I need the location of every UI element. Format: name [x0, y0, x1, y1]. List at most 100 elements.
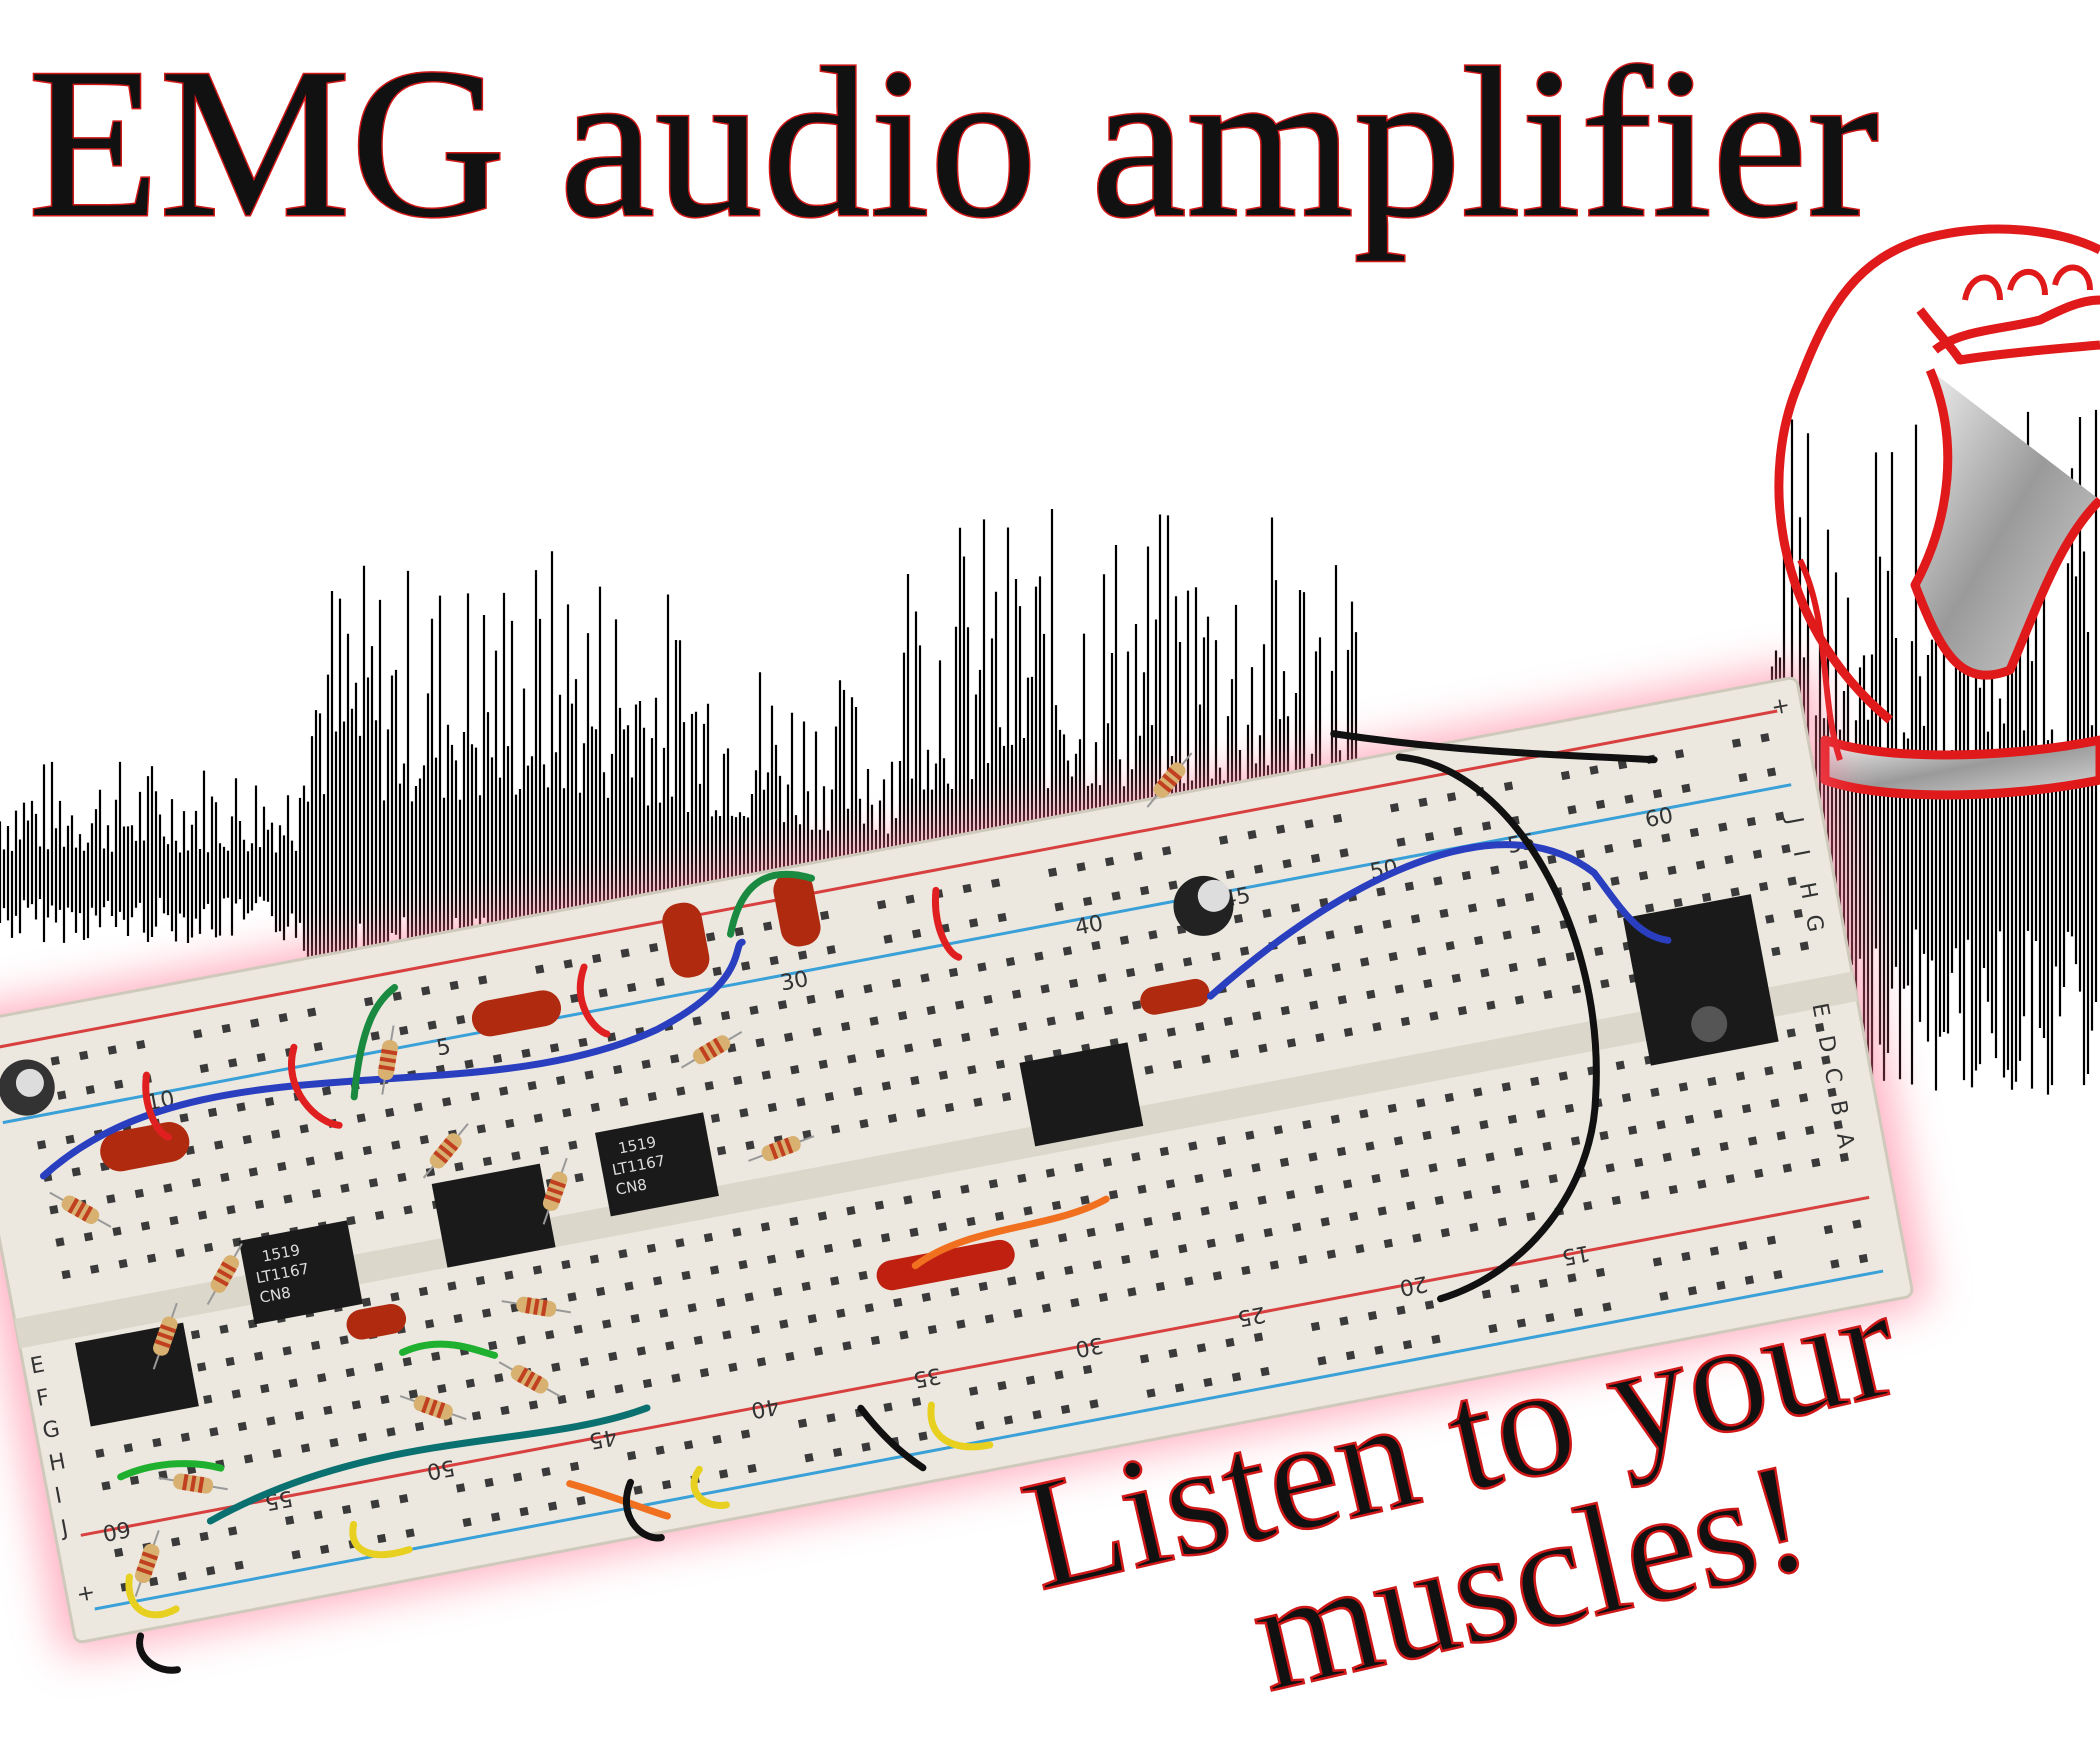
- rail-hole: [1453, 826, 1463, 837]
- breadboard-hole: [1315, 1032, 1325, 1043]
- rail-hole: [734, 926, 744, 937]
- breadboard-hole: [1520, 1179, 1530, 1189]
- row-letter: F: [35, 1385, 52, 1412]
- rail-hole: [1032, 1409, 1042, 1420]
- breadboard-hole: [1587, 914, 1598, 924]
- breadboard-hole: [1298, 1254, 1308, 1265]
- breadboard-hole: [1098, 1292, 1109, 1302]
- breadboard-hole: [562, 1108, 572, 1118]
- breadboard-hole: [1695, 860, 1706, 870]
- rail-hole: [633, 1485, 643, 1495]
- breadboard-hole: [1793, 908, 1803, 919]
- rail-hole: [1111, 891, 1121, 901]
- row-letter: G: [41, 1417, 62, 1445]
- breadboard-hole: [956, 1319, 966, 1329]
- breadboard-hole: [1440, 1228, 1451, 1238]
- breadboard-hole: [437, 1384, 447, 1394]
- breadboard-hole: [891, 978, 902, 988]
- breadboard-hole: [1057, 1233, 1068, 1243]
- rail-hole: [918, 1431, 928, 1441]
- breadboard-hole: [545, 1330, 555, 1340]
- rail-hole: [535, 964, 545, 974]
- breadboard-hole: [1303, 968, 1313, 978]
- breadboard-hole: [761, 1070, 771, 1080]
- breadboard-hole: [61, 1269, 71, 1280]
- breadboard-hole: [311, 1188, 322, 1199]
- rail-hole: [968, 918, 979, 928]
- breadboard-hole: [1132, 1000, 1142, 1010]
- rail-hole: [563, 959, 573, 969]
- breadboard-hole: [909, 1227, 919, 1238]
- rail-hole: [1595, 799, 1606, 810]
- breadboard-hole: [744, 1292, 754, 1302]
- breadboard-hole: [1770, 1098, 1780, 1108]
- breadboard-hole: [414, 1421, 425, 1432]
- column-number: 60: [1643, 803, 1675, 833]
- breadboard-hole: [310, 1340, 321, 1351]
- rail-hole: [1760, 733, 1770, 743]
- breadboard-hole: [1792, 1060, 1803, 1071]
- rail-hole: [1310, 1321, 1321, 1332]
- breadboard-hole: [1223, 1016, 1234, 1026]
- breadboard-hole: [899, 1330, 909, 1340]
- breadboard-hole: [932, 1038, 942, 1048]
- breadboard-hole: [1501, 1082, 1512, 1092]
- rail-hole: [1231, 1372, 1242, 1382]
- breadboard-hole: [801, 1281, 811, 1291]
- breadboard-hole: [875, 1048, 885, 1059]
- row-letter: E: [28, 1352, 46, 1379]
- rail-hole: [1766, 767, 1777, 777]
- breadboard-hole: [1086, 1227, 1096, 1238]
- breadboard-hole: [927, 1324, 938, 1335]
- breadboard-hole: [967, 1065, 977, 1075]
- rail-hole: [1339, 1316, 1349, 1326]
- breadboard-hole: [944, 1102, 955, 1113]
- rail-hole: [1681, 783, 1691, 793]
- breadboard-hole: [1290, 903, 1301, 913]
- breadboard-hole: [590, 1102, 600, 1113]
- breadboard-hole: [471, 1411, 482, 1421]
- rail-hole: [541, 1467, 551, 1477]
- breadboard-hole: [1508, 962, 1518, 973]
- breadboard-hole: [391, 1140, 401, 1150]
- breadboard-hole: [1758, 881, 1769, 892]
- column-number: 25: [1235, 1301, 1267, 1331]
- breadboard-hole: [1137, 1184, 1147, 1194]
- breadboard-hole: [659, 1308, 669, 1318]
- rail-hole: [712, 966, 722, 977]
- breadboard-hole: [1353, 924, 1364, 935]
- breadboard-hole: [196, 1362, 207, 1372]
- breadboard-hole: [1725, 1174, 1735, 1184]
- breadboard-hole: [557, 1394, 567, 1405]
- breadboard-hole: [1815, 1022, 1825, 1033]
- breadboard-hole: [988, 1179, 999, 1189]
- breadboard-hole: [494, 1373, 504, 1383]
- breadboard-hole: [260, 1383, 270, 1394]
- breadboard-hole: [796, 1097, 806, 1107]
- rail-hole: [1567, 1273, 1577, 1283]
- breadboard-hole: [1536, 1109, 1546, 1119]
- rail-hole: [449, 980, 459, 991]
- resistor: [542, 1157, 568, 1225]
- breadboard-hole: [1667, 865, 1677, 875]
- rail-hole: [1082, 1364, 1093, 1375]
- breadboard-hole: [1011, 989, 1022, 999]
- breadboard-hole: [1246, 978, 1256, 989]
- rail-hole: [1225, 869, 1235, 880]
- rail-hole: [1168, 880, 1178, 890]
- breadboard-hole: [368, 1178, 379, 1188]
- rail-hole: [1738, 1240, 1748, 1251]
- breadboard-hole: [859, 1119, 869, 1129]
- breadboard-hole: [1292, 1222, 1302, 1232]
- breadboard-hole: [361, 1297, 372, 1307]
- rail-hole: [364, 996, 374, 1007]
- breadboard-hole: [453, 1313, 463, 1324]
- rail-hole: [1253, 1332, 1264, 1342]
- breadboard-hole: [266, 1416, 276, 1426]
- rail-hole: [205, 1566, 216, 1576]
- breadboard-hole: [1496, 897, 1506, 908]
- resistor: [158, 1473, 228, 1494]
- breadboard-hole: [424, 1319, 435, 1329]
- rail-hole: [170, 1537, 181, 1547]
- ic-chip-lt1167: 1519 LT1167 CN8: [238, 1220, 363, 1325]
